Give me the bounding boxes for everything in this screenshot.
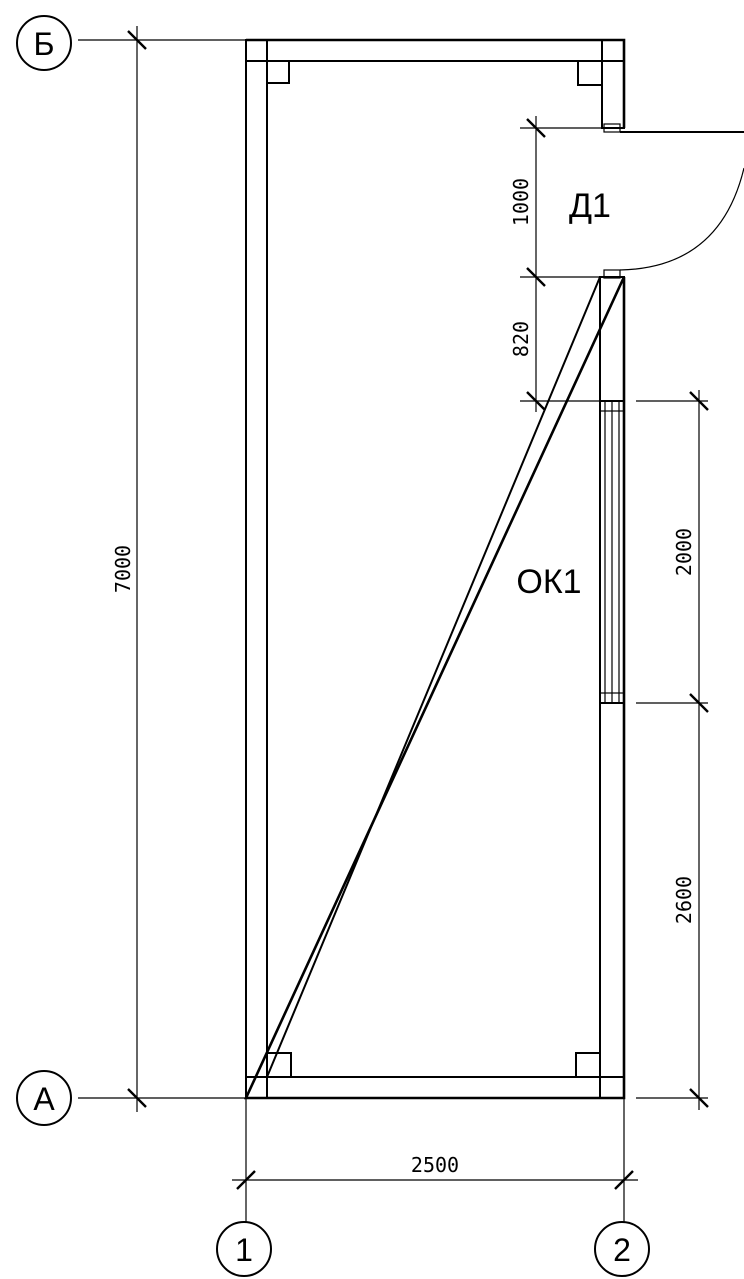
axis-a-label: А [33, 1081, 55, 1117]
dimension-overall-width: 2500 [232, 1153, 638, 1190]
wall-right-top [601, 39, 625, 129]
wall-top [245, 39, 625, 62]
axis-b-label: Б [34, 26, 55, 62]
dim-door-offset-text: 820 [509, 321, 533, 357]
window-label: ОК1 [516, 563, 581, 601]
axis-b: Б [16, 15, 246, 71]
axis-1-label: 1 [235, 1232, 253, 1268]
wall-bottom [245, 1076, 625, 1099]
dim-overall-height-text: 7000 [111, 545, 135, 593]
dim-window-width-text: 2000 [672, 528, 696, 576]
dimension-overall-height: 7000 [111, 26, 147, 1112]
dim-window-offset-text: 2600 [672, 876, 696, 924]
dim-door-width-text: 1000 [509, 178, 533, 226]
corner-columns [266, 60, 603, 1078]
door-label: Д1 [569, 187, 611, 225]
wall-right-middle [599, 276, 625, 402]
column-top-left [266, 60, 290, 84]
column-bottom-right [575, 1052, 601, 1078]
axis-1: 1 [216, 1098, 272, 1277]
wall-left [245, 39, 268, 1099]
dimension-door-chain: 1000 820 [509, 116, 604, 412]
dimension-window-chain: 2000 2600 [636, 390, 709, 1110]
door-swing-arc [619, 167, 744, 271]
axis-a: А [16, 1070, 246, 1126]
dim-overall-width-text: 2500 [411, 1153, 459, 1177]
column-top-right [577, 60, 603, 86]
window-ok1 [599, 400, 625, 704]
wall-right-bottom [599, 702, 625, 1099]
axis-2-label: 2 [613, 1232, 631, 1268]
column-bottom-left [266, 1052, 292, 1078]
axis-2: 2 [594, 1098, 650, 1277]
